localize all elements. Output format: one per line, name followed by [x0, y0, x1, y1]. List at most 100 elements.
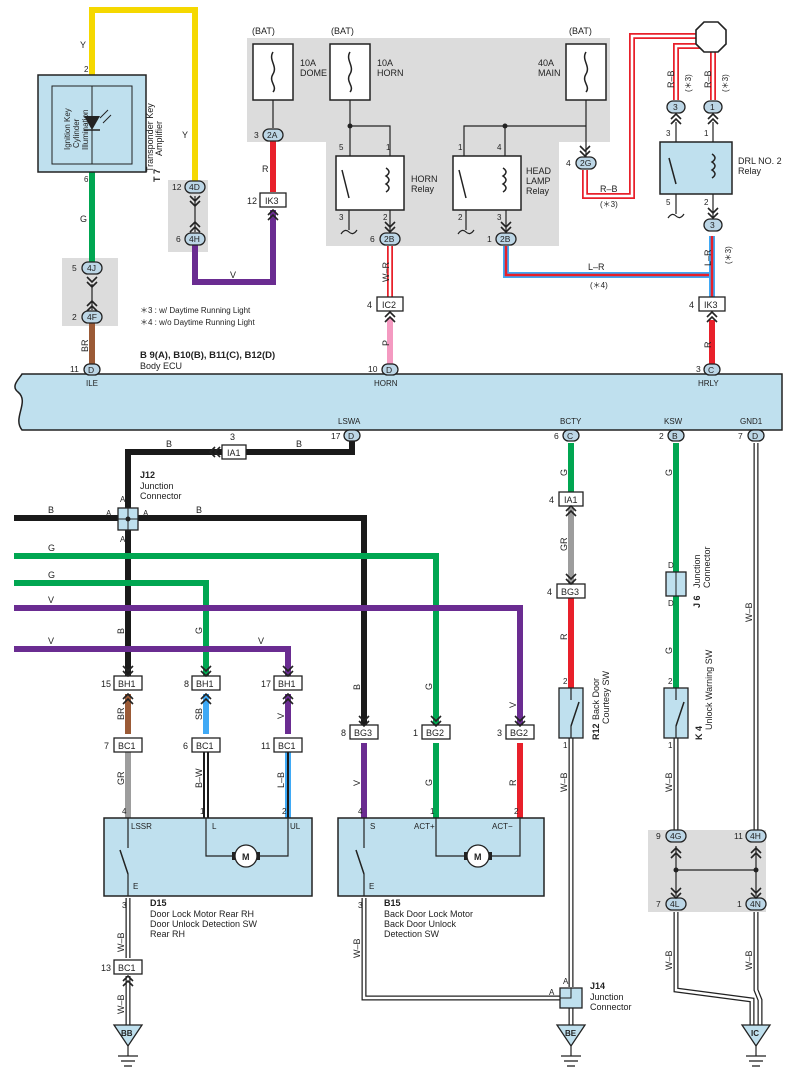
svg-text:10A: 10A [300, 58, 316, 68]
svg-text:12: 12 [247, 196, 257, 206]
svg-text:BG2: BG2 [510, 728, 528, 738]
conn-bg2-3: BG2 3 [497, 724, 535, 740]
svg-text:MAIN: MAIN [538, 68, 561, 78]
svg-text:Back Door Unlock: Back Door Unlock [384, 919, 457, 929]
svg-text:3: 3 [497, 213, 502, 222]
svg-text:W–R: W–R [381, 262, 391, 283]
svg-text:Connector: Connector [702, 546, 712, 588]
svg-text:9: 9 [656, 831, 661, 841]
svg-text:DRL NO. 2: DRL NO. 2 [738, 156, 782, 166]
svg-text:2: 2 [659, 431, 664, 441]
svg-text:LSSR: LSSR [131, 822, 152, 831]
svg-text:V: V [48, 636, 54, 646]
r12-back-door-courtesy-sw: 2 1 R12 Back Door Courtesy SW [558, 670, 611, 750]
svg-text:2: 2 [84, 65, 89, 74]
svg-text:＊3 : w/ Daytime Running Light: ＊3 : w/ Daytime Running Light [140, 306, 251, 315]
svg-text:Body ECU: Body ECU [140, 361, 182, 371]
svg-text:W–B: W–B [559, 772, 569, 792]
svg-text:6: 6 [84, 175, 89, 184]
svg-text:B: B [296, 439, 302, 449]
conn-2b-head: 2B1 [487, 232, 517, 246]
svg-text:BH1: BH1 [278, 679, 296, 689]
svg-text:C: C [567, 431, 573, 441]
svg-text:G: G [424, 683, 434, 690]
svg-text:G: G [424, 779, 434, 786]
svg-text:S: S [370, 822, 375, 831]
svg-text:2: 2 [458, 213, 463, 222]
svg-text:GND1: GND1 [740, 417, 763, 426]
conn-4n: 4N1 [737, 897, 767, 911]
pin-hrly: C3 [696, 363, 721, 376]
svg-text:3: 3 [497, 728, 502, 738]
svg-text:B: B [352, 684, 362, 690]
conn-drl-1: 1 [703, 100, 723, 114]
svg-text:1: 1 [704, 129, 709, 138]
svg-text:Back Door Lock Motor: Back Door Lock Motor [384, 909, 473, 919]
svg-text:IA1: IA1 [564, 495, 578, 505]
svg-text:R: R [508, 779, 518, 786]
svg-text:Door Unlock Detection SW: Door Unlock Detection SW [150, 919, 258, 929]
svg-text:A: A [563, 977, 569, 986]
svg-text:D: D [88, 365, 94, 375]
svg-text:Junction: Junction [140, 481, 174, 491]
svg-text:(＊3): (＊3) [684, 74, 693, 92]
svg-text:C: C [708, 365, 714, 375]
svg-text:LAMP: LAMP [526, 176, 551, 186]
svg-text:Connector: Connector [140, 491, 182, 501]
svg-text:A: A [549, 988, 555, 997]
conn-4j: 4J5 [72, 261, 103, 275]
svg-text:UL: UL [290, 822, 301, 831]
svg-text:W–B: W–B [352, 938, 362, 958]
svg-text:D15: D15 [150, 898, 167, 908]
svg-text:8: 8 [341, 728, 346, 738]
svg-text:Back Door: Back Door [591, 678, 601, 720]
svg-text:2: 2 [383, 213, 388, 222]
svg-text:(BAT): (BAT) [252, 26, 275, 36]
ground-bb: BB [112, 1024, 144, 1067]
body-ecu: B 9(A), B10(B), B11(C), B12(D) Body ECU … [14, 350, 783, 431]
svg-text:2B: 2B [500, 234, 511, 244]
svg-text:4G: 4G [670, 831, 681, 841]
svg-text:4: 4 [122, 807, 127, 816]
svg-text:3: 3 [254, 130, 259, 140]
svg-text:G: G [664, 647, 674, 654]
svg-text:R12: R12 [591, 723, 601, 740]
svg-text:Unlock Warning SW: Unlock Warning SW [704, 649, 714, 730]
svg-text:V: V [48, 595, 54, 605]
svg-text:D: D [668, 561, 674, 570]
svg-text:4J: 4J [87, 263, 96, 273]
conn-2g: 2G4 [566, 156, 597, 170]
svg-text:Relay: Relay [411, 184, 435, 194]
svg-text:BG3: BG3 [561, 587, 579, 597]
svg-text:A: A [120, 535, 126, 544]
svg-text:BCTY: BCTY [560, 417, 582, 426]
wire-w-b-4l-ic [673, 912, 755, 1025]
svg-text:Detection SW: Detection SW [384, 929, 440, 939]
conn-drl-out-3: 3 [703, 218, 723, 232]
svg-text:15: 15 [101, 679, 111, 689]
svg-text:B 9(A), B10(B), B11(C), B12(D): B 9(A), B10(B), B11(C), B12(D) [140, 350, 275, 361]
fuse-main: (BAT) 40A MAIN [538, 26, 607, 101]
svg-text:Ignition Key: Ignition Key [63, 108, 72, 150]
svg-text:13: 13 [101, 963, 111, 973]
pin-bcty: C6 [554, 429, 580, 442]
svg-text:Relay: Relay [526, 186, 550, 196]
svg-text:V: V [352, 780, 362, 786]
svg-text:L: L [212, 822, 217, 831]
svg-text:B: B [196, 505, 202, 515]
svg-text:4H: 4H [750, 831, 761, 841]
svg-text:D: D [386, 365, 392, 375]
pin-horn: D10 [368, 363, 399, 376]
svg-text:J 6: J 6 [692, 595, 702, 608]
svg-text:1: 1 [458, 143, 463, 152]
svg-text:GR: GR [116, 771, 126, 785]
wire-black-bg3 [138, 515, 367, 725]
svg-text:BC1: BC1 [278, 741, 296, 751]
svg-text:T 7: T 7 [152, 169, 162, 182]
ground-ic: IC [740, 1024, 772, 1067]
svg-text:D: D [668, 599, 674, 608]
